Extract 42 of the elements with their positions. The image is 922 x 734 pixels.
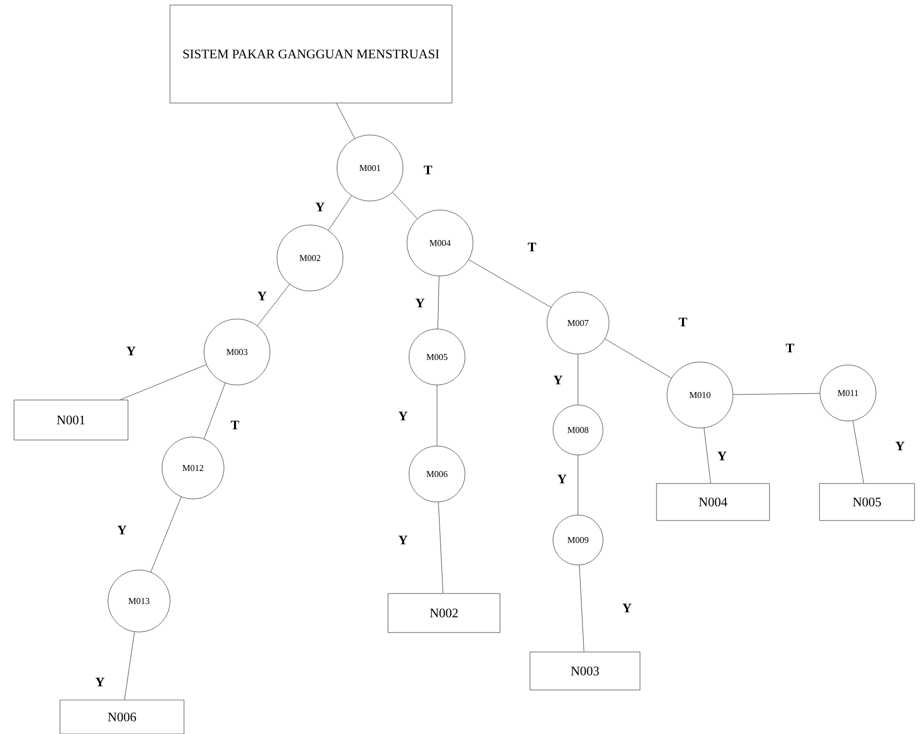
connector-line xyxy=(468,259,552,308)
edge-label: Y xyxy=(556,474,568,484)
edge-label: Y xyxy=(125,346,137,356)
result-box: N001 xyxy=(14,400,128,440)
edge-label: Y xyxy=(894,440,906,452)
connector-line xyxy=(150,496,182,572)
connector-line xyxy=(120,364,206,400)
result-box: N004 xyxy=(656,483,770,521)
edge-label: Y xyxy=(621,602,633,614)
edge-label: Y xyxy=(414,298,426,308)
edge-label: T xyxy=(678,316,688,328)
connector-line xyxy=(438,502,444,594)
result-box: N003 xyxy=(530,652,640,690)
connector-line xyxy=(604,338,672,378)
connector-line xyxy=(392,192,418,219)
edge-label: T xyxy=(526,242,538,252)
edge-label: Y xyxy=(314,202,326,212)
connector-line xyxy=(733,393,820,395)
edge-label: Y xyxy=(256,290,268,302)
connector-line xyxy=(257,284,290,326)
edge-label: Y xyxy=(552,374,564,386)
edge-label: Y xyxy=(397,534,409,546)
connector-line xyxy=(204,382,226,440)
edge-label: T xyxy=(230,420,240,430)
edge-label: Y xyxy=(116,524,128,536)
edge-label: T xyxy=(422,164,434,176)
connector-line xyxy=(328,195,352,231)
connector-line xyxy=(124,632,135,700)
edge-label: Y xyxy=(94,676,106,688)
edge-label: Y xyxy=(397,410,409,422)
result-box: N005 xyxy=(819,483,915,521)
result-box: N002 xyxy=(388,593,500,633)
title-box: SISTEM PAKAR GANGGUAN MENSTRUASI xyxy=(170,4,452,104)
connector-line xyxy=(336,103,355,139)
connector-line xyxy=(436,385,438,446)
connector-line xyxy=(579,564,584,652)
edge-label: T xyxy=(784,342,796,354)
connector-line xyxy=(438,276,440,329)
result-box: N006 xyxy=(60,700,184,734)
connector-line xyxy=(852,420,864,484)
edge-label: Y xyxy=(716,450,728,462)
connector-line xyxy=(704,428,711,484)
